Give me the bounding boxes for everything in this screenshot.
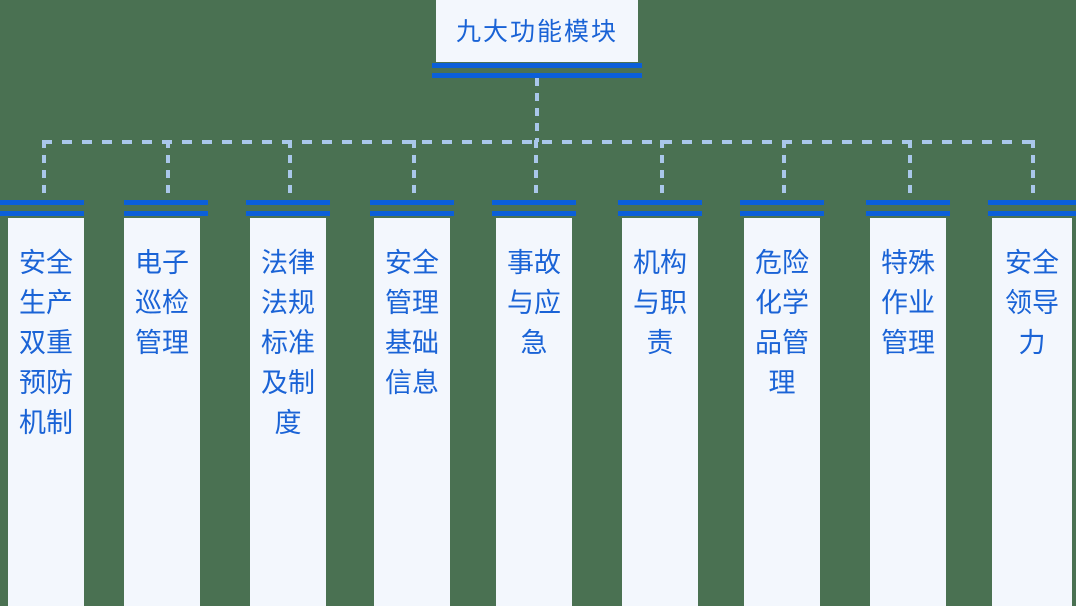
module-card-label-2: 电子巡检管理 — [135, 248, 189, 359]
module-accent-bar-bottom-2 — [124, 211, 208, 216]
module-accent-bar-top-6 — [618, 200, 702, 205]
module-card-label-9: 安全领导力 — [1005, 248, 1059, 359]
connector-leaf-drop-9 — [1031, 140, 1035, 200]
module-accent-bar-bottom-8 — [866, 211, 950, 216]
module-card-label-7: 危险化学品管理 — [755, 248, 809, 399]
module-card-label-1: 安全生产双重预防机制 — [19, 248, 73, 439]
module-card-body-5: 事故与应急 — [496, 218, 572, 606]
module-accent-bar-bottom-1 — [0, 211, 84, 216]
connector-leaf-drop-2 — [166, 140, 170, 200]
connector-leaf-drop-7 — [782, 140, 786, 200]
module-accent-bar-bottom-5 — [492, 211, 576, 216]
root-node-label: 九大功能模块 — [455, 16, 618, 46]
module-accent-bar-top-5 — [492, 200, 576, 205]
connector-leaf-drop-8 — [908, 140, 912, 200]
module-accent-bar-bottom-6 — [618, 211, 702, 216]
module-card-label-4: 安全管理基础信息 — [385, 248, 439, 399]
module-card-body-7: 危险化学品管理 — [744, 218, 820, 606]
connector-leaf-drop-6 — [660, 140, 664, 200]
connector-root-drop — [535, 78, 539, 142]
connector-leaf-drop-5 — [534, 140, 538, 200]
module-accent-bar-top-3 — [246, 200, 330, 205]
connector-leaf-drop-1 — [42, 140, 46, 200]
module-card-body-9: 安全领导力 — [992, 218, 1072, 606]
root-node-box: 九大功能模块 — [436, 0, 638, 62]
root-accent-bar-bottom — [432, 73, 642, 78]
root-accent-bar-top — [432, 63, 642, 68]
module-accent-bar-top-4 — [370, 200, 454, 205]
module-card-body-3: 法律法规标准及制度 — [250, 218, 326, 606]
module-accent-bar-top-7 — [740, 200, 824, 205]
connector-horizontal-bus — [42, 140, 1035, 144]
module-accent-bar-bottom-9 — [988, 211, 1076, 216]
module-accent-bar-bottom-4 — [370, 211, 454, 216]
module-card-label-5: 事故与应急 — [507, 248, 561, 359]
root-node[interactable]: 九大功能模块 — [432, 0, 642, 78]
connector-leaf-drop-4 — [412, 140, 416, 200]
connector-leaf-drop-3 — [288, 140, 292, 200]
module-card-label-8: 特殊作业管理 — [881, 248, 935, 359]
module-card-body-6: 机构与职责 — [622, 218, 698, 606]
module-card-body-2: 电子巡检管理 — [124, 218, 200, 606]
module-accent-bar-top-1 — [0, 200, 84, 205]
module-card-label-3: 法律法规标准及制度 — [261, 248, 315, 439]
module-accent-bar-bottom-3 — [246, 211, 330, 216]
module-accent-bar-top-9 — [988, 200, 1076, 205]
module-card-body-4: 安全管理基础信息 — [374, 218, 450, 606]
module-accent-bar-bottom-7 — [740, 211, 824, 216]
module-card-body-1: 安全生产双重预防机制 — [8, 218, 84, 606]
module-accent-bar-top-2 — [124, 200, 208, 205]
module-card-label-6: 机构与职责 — [633, 248, 687, 359]
module-accent-bar-top-8 — [866, 200, 950, 205]
module-card-body-8: 特殊作业管理 — [870, 218, 946, 606]
